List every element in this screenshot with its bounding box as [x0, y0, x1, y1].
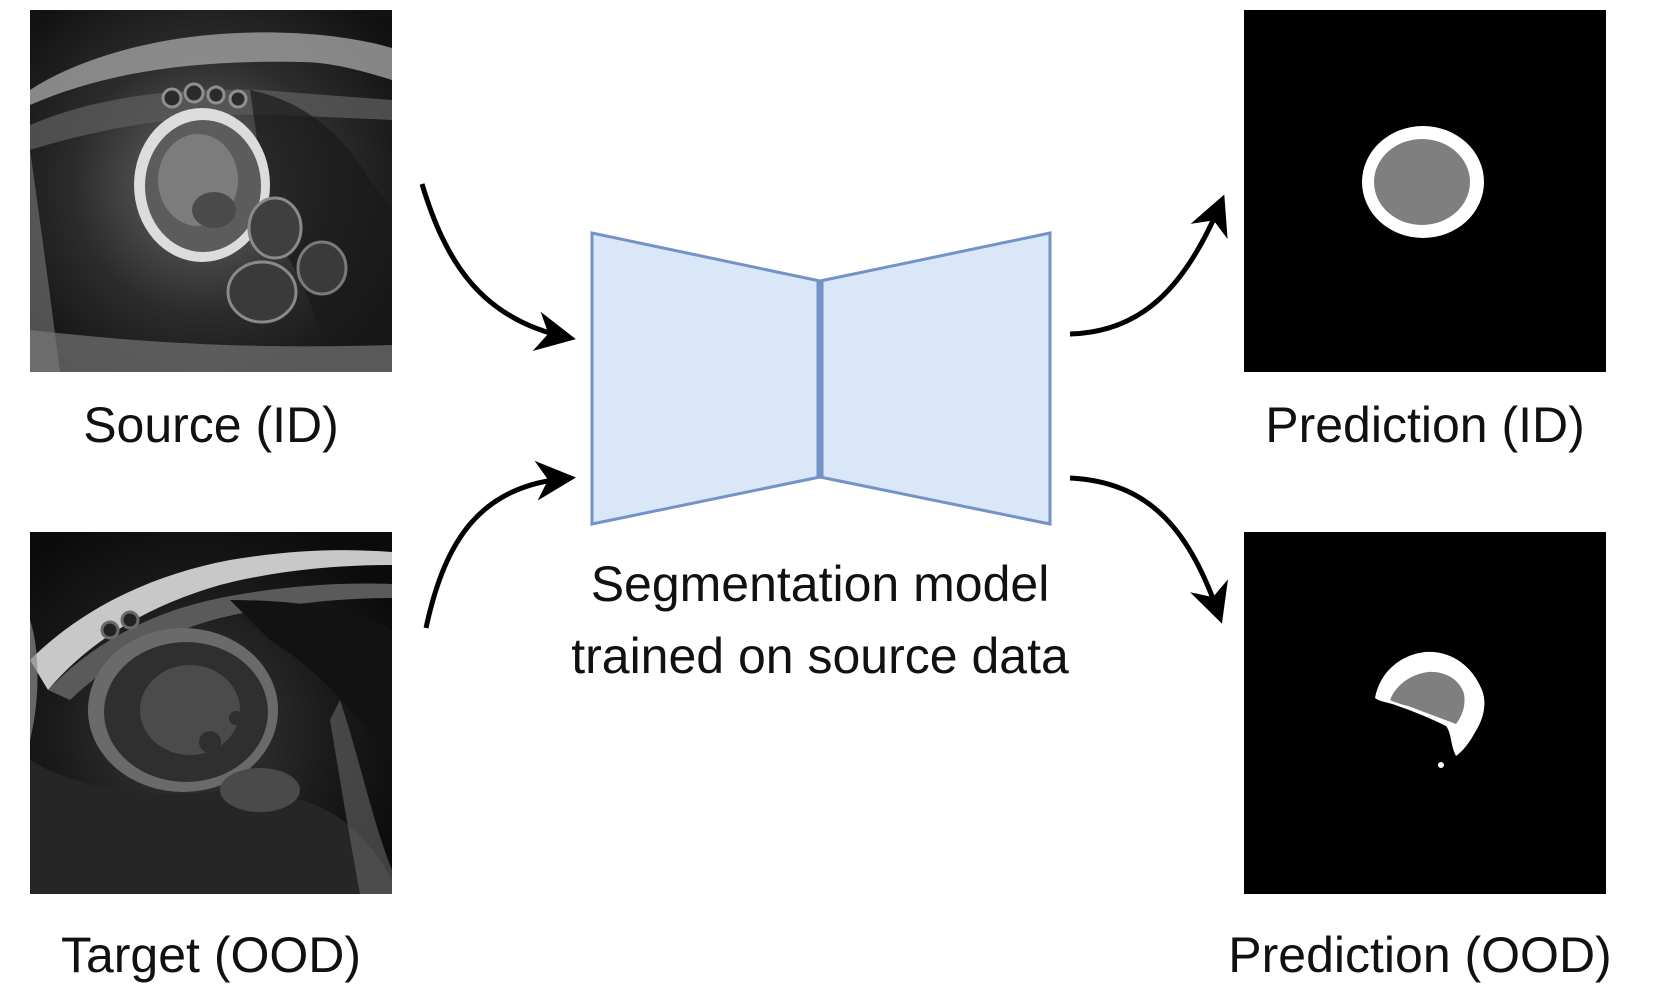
source-label: Source (ID)	[83, 397, 339, 453]
prediction-id-mask	[1244, 10, 1606, 372]
model-caption-line-1: Segmentation model	[590, 556, 1050, 612]
arrow-source-to-model	[419, 183, 576, 351]
target-label: Target (OOD)	[60, 927, 362, 983]
model-caption: Segmentation model trained on source dat…	[490, 548, 1150, 692]
arrow-target-to-model	[423, 460, 576, 629]
source-mri-image	[30, 10, 392, 372]
prediction-ood-label: Prediction (OOD)	[1228, 927, 1612, 983]
model-decoder	[818, 231, 1052, 526]
prediction-id-label: Prediction (ID)	[1265, 397, 1585, 453]
prediction-ood-mask	[1244, 532, 1606, 894]
arrow-model-to-prediction-id	[1069, 194, 1228, 337]
model-caption-line-2: trained on source data	[571, 628, 1069, 684]
model-encoder	[590, 231, 822, 526]
target-mri-image	[30, 532, 392, 894]
arrow-model-to-prediction-ood	[1069, 475, 1228, 624]
segmentation-model-shape	[590, 231, 1052, 526]
